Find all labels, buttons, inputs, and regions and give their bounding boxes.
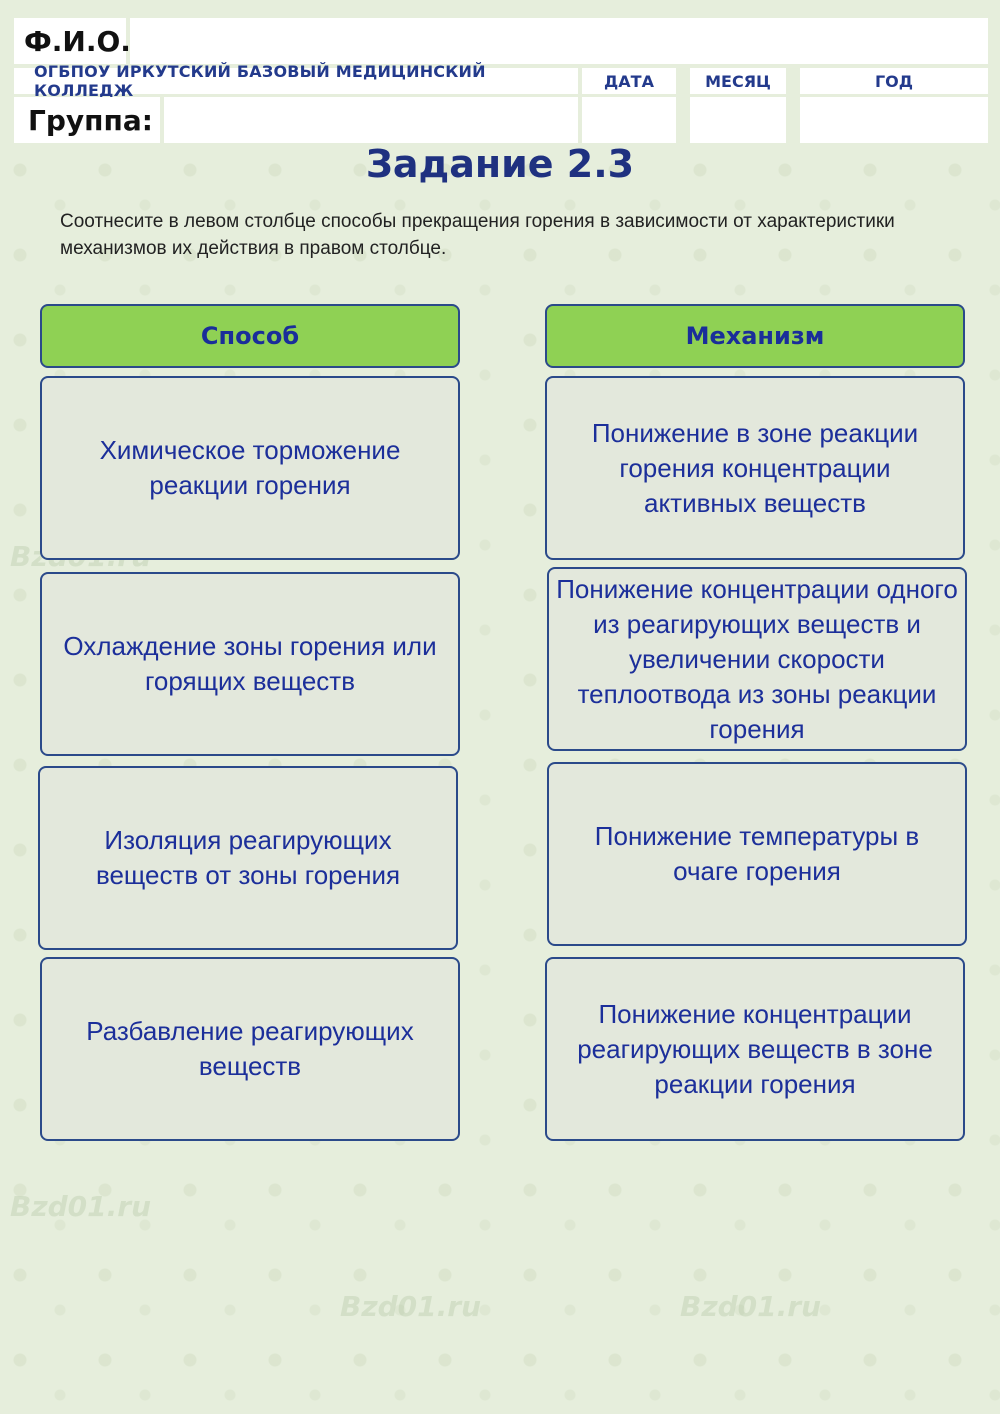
group-label: Группа: (14, 97, 160, 143)
column-header-mechanism: Механизм (545, 304, 965, 368)
mechanism-card[interactable]: Понижение концентрации реагирующих вещес… (545, 957, 965, 1141)
year-field[interactable] (800, 97, 988, 143)
mechanism-card[interactable]: Понижение температуры в очаге горения (547, 762, 967, 946)
watermark: Bzd01.ru (680, 1290, 822, 1323)
group-field[interactable] (164, 97, 578, 143)
year-label: ГОД (800, 68, 988, 94)
date-label: ДАТА (582, 68, 676, 94)
method-card[interactable]: Химическое торможение реакции горения (40, 376, 460, 560)
college-name: ОГБПОУ ИРКУТСКИЙ БАЗОВЫЙ МЕДИЦИНСКИЙ КОЛ… (14, 62, 578, 100)
fio-label: Ф.И.О. (14, 18, 131, 64)
watermark: Bzd01.ru (340, 1290, 482, 1323)
method-card[interactable]: Разбавление реагирующих веществ (40, 957, 460, 1141)
instructions: Соотнесите в левом столбце способы прекр… (60, 211, 895, 259)
date-field[interactable] (582, 97, 676, 143)
page-title: Задание 2.3 (365, 142, 635, 186)
column-header-method: Способ (40, 304, 460, 368)
mechanism-card[interactable]: Понижение концентрации одного из реагиру… (547, 567, 967, 751)
month-label: МЕСЯЦ (690, 68, 786, 94)
fio-field[interactable] (130, 18, 988, 64)
method-card[interactable]: Изоляция реагирующих веществ от зоны гор… (38, 766, 458, 950)
watermark: Bzd01.ru (10, 1190, 152, 1223)
month-field[interactable] (690, 97, 786, 143)
method-card[interactable]: Охлаждение зоны горения или горящих веще… (40, 572, 460, 756)
mechanism-card[interactable]: Понижение в зоне реакции горения концент… (545, 376, 965, 560)
